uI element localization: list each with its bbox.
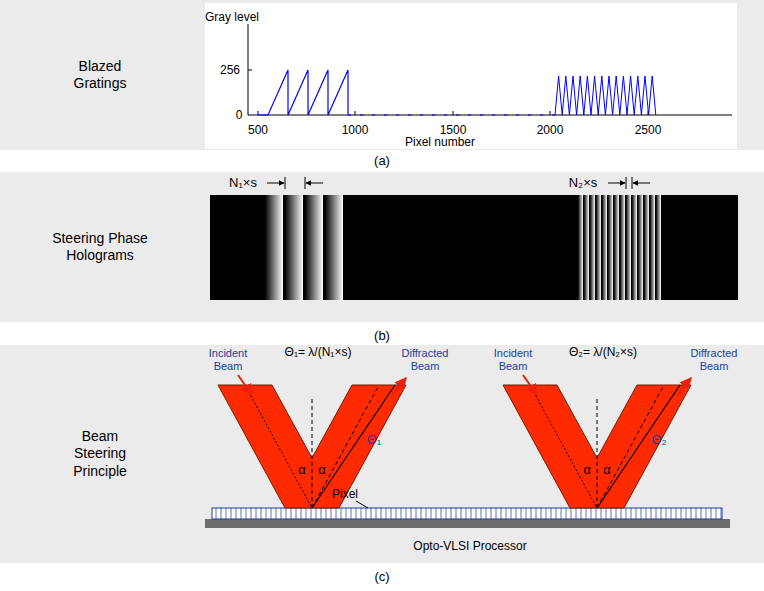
tick-label: 0 xyxy=(236,109,243,123)
label-slot: α xyxy=(318,463,326,478)
grating-chart xyxy=(205,3,737,149)
label-slot: Θ₂ xyxy=(651,433,666,448)
angle-symbol: Θ₁ xyxy=(367,433,382,448)
angle-symbol: α xyxy=(603,463,611,478)
tick-label: 2000 xyxy=(537,124,564,138)
angle-formula: Θ₂= λ/(N₂×s) xyxy=(569,346,637,360)
phase-hologram xyxy=(210,177,738,300)
label-slot: Incident Beam xyxy=(197,347,259,372)
axis-title: Pixel number xyxy=(405,136,475,150)
label-slot: (b) xyxy=(374,329,390,344)
tick-label: 2500 xyxy=(635,124,662,138)
angle-symbol: Θ₂ xyxy=(651,433,666,448)
label-slot: Diffracted Beam xyxy=(682,347,746,372)
tick-label: 256 xyxy=(220,64,240,78)
label-slot: 2500 xyxy=(635,124,662,138)
label-slot: α xyxy=(298,463,306,478)
label-slot: Opto-VLSI Processor xyxy=(413,540,526,554)
label-slot: N₂×s xyxy=(569,176,598,191)
label-slot: N₁×s xyxy=(229,176,257,191)
angle-symbol: α xyxy=(298,463,306,478)
part-label: Opto-VLSI Processor xyxy=(413,540,526,554)
angle-symbol: α xyxy=(583,463,591,478)
part-label: Pixel xyxy=(332,488,358,502)
panel-title: Beam Steering Principle xyxy=(63,428,138,481)
panel-caption: (a) xyxy=(374,154,390,169)
label-slot: (a) xyxy=(374,154,390,169)
panel-title: Steering Phase Holograms xyxy=(45,230,155,265)
label-slot: Gray level xyxy=(205,11,259,25)
axis-title: Gray level xyxy=(205,11,259,25)
tick-label: 1000 xyxy=(342,124,369,138)
period-label: N₂×s xyxy=(569,176,598,191)
period-label: N₁×s xyxy=(229,176,257,191)
beam-label: Diffracted Beam xyxy=(393,347,457,372)
panel-caption: (c) xyxy=(374,570,389,585)
label-slot: Pixel number xyxy=(405,136,475,150)
beam-steering xyxy=(205,375,730,528)
beam-label: Incident Beam xyxy=(482,347,544,372)
label-slot: Pixel xyxy=(332,488,358,502)
beam-label: Incident Beam xyxy=(197,347,259,372)
label-slot: Incident Beam xyxy=(482,347,544,372)
label-slot: α xyxy=(583,463,591,478)
label-slot: (c) xyxy=(374,570,389,585)
label-slot: 500 xyxy=(248,124,268,138)
label-slot: 2000 xyxy=(537,124,564,138)
label-slot: 0 xyxy=(236,109,243,123)
label-slot: Θ₂= λ/(N₂×s) xyxy=(569,346,637,360)
label-slot: α xyxy=(603,463,611,478)
panel-title: Blazed Gratings xyxy=(55,58,145,93)
label-slot: Diffracted Beam xyxy=(393,347,457,372)
angle-formula: Θ₁= λ/(N₁×s) xyxy=(285,346,352,360)
tick-label: 500 xyxy=(248,124,268,138)
label-slot: 256 xyxy=(220,64,240,78)
angle-symbol: α xyxy=(318,463,326,478)
panel-caption: (b) xyxy=(374,329,390,344)
label-slot: 1000 xyxy=(342,124,369,138)
label-slot: Θ₁= λ/(N₁×s) xyxy=(285,346,352,360)
label-slot: Θ₁ xyxy=(367,433,382,448)
beam-label: Diffracted Beam xyxy=(682,347,746,372)
